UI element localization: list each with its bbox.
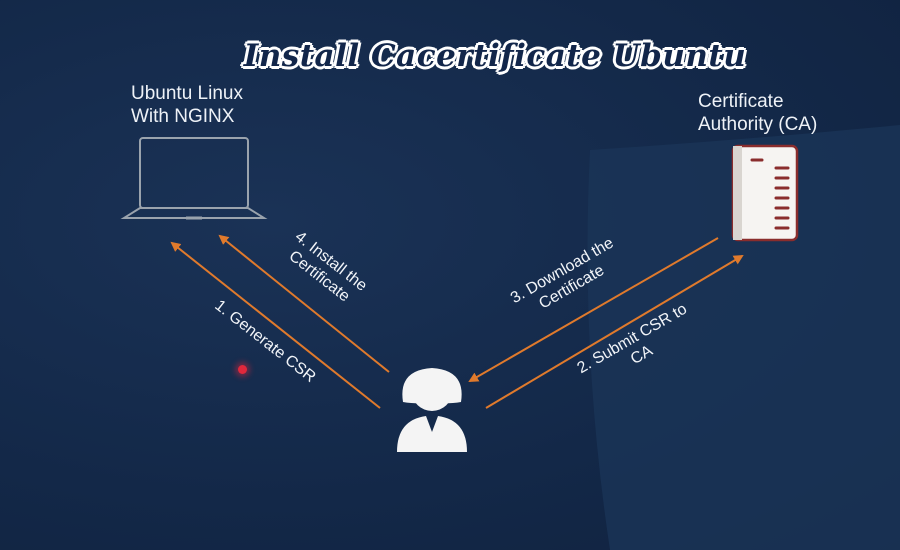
arrow-generate-csr [170,241,381,409]
server-label-line2: With NGINX [131,106,235,127]
arrow-submit-csr [485,254,744,409]
arrow-install-certificate [218,234,390,373]
server-label: Ubuntu Linux With NGINX [131,82,243,128]
certificate-document-icon [731,144,799,242]
ca-label-line2: Authority (CA) [698,114,818,135]
pointer-dot [238,365,247,374]
server-label-line1: Ubuntu Linux [131,83,243,104]
page-title: Install Cacertificate Ubuntu [243,38,747,74]
ca-label-line1: Certificate [698,91,784,112]
background-panel [587,125,900,550]
user-icon [397,368,467,452]
arrow-download-certificate [468,237,719,382]
ca-label: Certificate Authority (CA) [698,90,817,136]
laptop-icon [120,137,268,220]
